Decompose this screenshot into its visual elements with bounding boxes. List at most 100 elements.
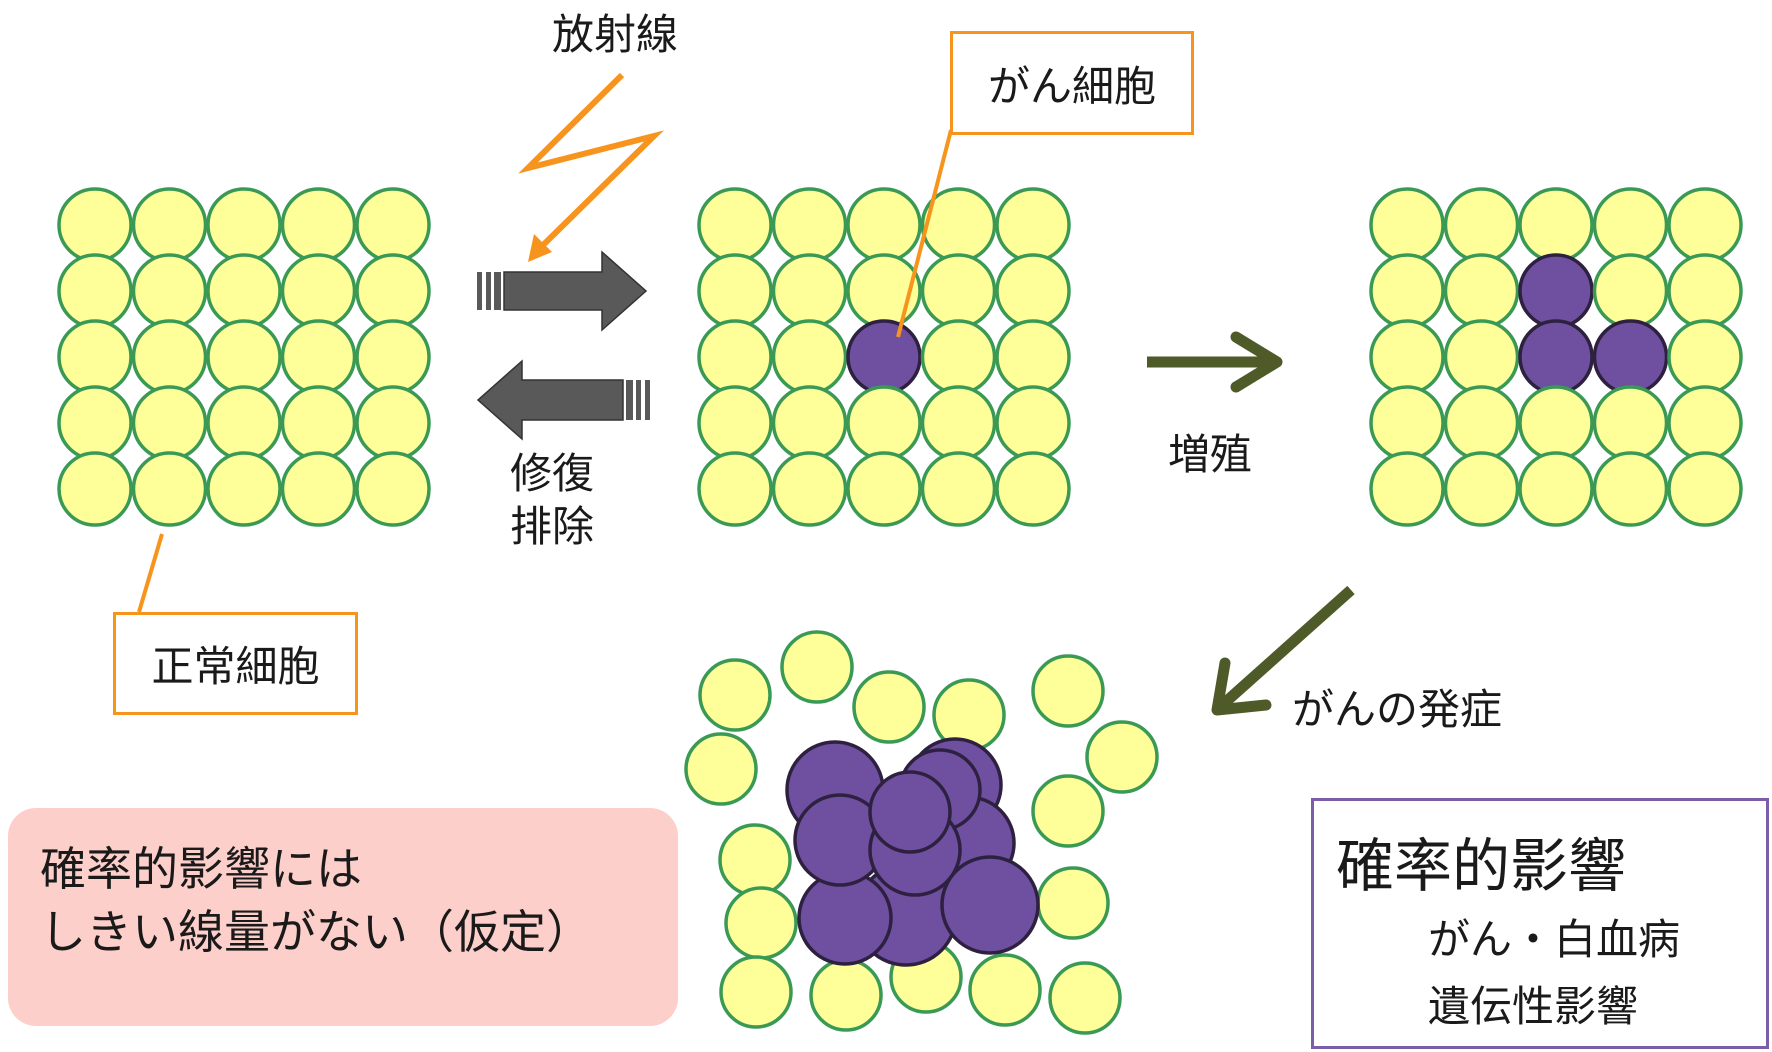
onset-arrow xyxy=(1211,585,1355,716)
normal-cell xyxy=(920,385,997,461)
normal-cell xyxy=(697,385,773,461)
cell-grid-2 xyxy=(697,187,1071,527)
normal-cell xyxy=(1667,253,1743,329)
normal-cell xyxy=(1443,319,1520,395)
repair-label-line1: 修復 xyxy=(510,449,595,498)
stochastic-effects-title: 確率的影響 xyxy=(1336,832,1627,900)
normal-cell xyxy=(846,451,922,527)
normal-cell xyxy=(995,451,1071,527)
normal-cell xyxy=(697,451,773,527)
normal-cell xyxy=(780,630,854,704)
normal-cell xyxy=(131,253,208,329)
cancer-cell-label-box: がん細胞 xyxy=(950,31,1194,135)
normal-cell xyxy=(1369,451,1445,527)
normal-cell xyxy=(809,958,883,1032)
normal-cell xyxy=(57,319,133,395)
normal-cell xyxy=(206,451,282,527)
repair-arrow xyxy=(476,359,650,441)
threshold-note-line1: 確率的影響には xyxy=(40,842,362,896)
normal-cell xyxy=(995,385,1071,461)
normal-cell xyxy=(131,187,208,263)
normal-cell xyxy=(1667,319,1743,395)
normal-cell xyxy=(206,385,282,461)
damage-arrow xyxy=(477,250,648,332)
normal-cell xyxy=(920,451,997,527)
normal-cell xyxy=(697,319,773,395)
normal-cell xyxy=(1518,451,1594,527)
cancer-cell xyxy=(1592,319,1669,395)
normal-cell xyxy=(57,187,133,263)
normal-cell xyxy=(684,732,758,806)
normal-cell xyxy=(131,451,208,527)
cancer-cell xyxy=(1518,319,1594,395)
normal-cell xyxy=(771,385,848,461)
normal-cell xyxy=(355,187,431,263)
radiation-arrowhead xyxy=(528,234,552,262)
cell-grid-3 xyxy=(1369,187,1743,527)
normal-cell xyxy=(1369,253,1445,329)
proliferation-label: 増殖 xyxy=(1168,430,1253,479)
normal-cell xyxy=(995,187,1071,263)
normal-cell xyxy=(771,187,848,263)
normal-cell xyxy=(697,187,773,263)
normal-cell xyxy=(280,385,357,461)
normal-cell xyxy=(1085,720,1159,794)
normal-cell xyxy=(355,319,431,395)
normal-cell xyxy=(1369,319,1445,395)
normal-cell xyxy=(920,319,997,395)
normal-cell xyxy=(1667,385,1743,461)
threshold-note-line2: しきい線量がない（仮定） xyxy=(40,904,592,959)
normal-cell xyxy=(1369,187,1445,263)
stochastic-effect-item-1: がん・白血病 xyxy=(1428,915,1681,964)
normal-cell xyxy=(995,253,1071,329)
repair-label-line2: 排除 xyxy=(510,501,595,551)
normal-cell xyxy=(1031,774,1105,848)
radiation-bolt xyxy=(518,72,665,254)
normal-cell xyxy=(771,319,848,395)
normal-cell xyxy=(1667,451,1743,527)
normal-cell xyxy=(206,187,282,263)
threshold-note: 確率的影響には しきい線量がない（仮定） xyxy=(8,808,678,1026)
normal-cell xyxy=(697,253,773,329)
stochastic-effects-box: 確率的影響 がん・白血病 遺伝性影響 xyxy=(1311,798,1769,1049)
normal-cell xyxy=(846,385,922,461)
normal-cell xyxy=(1443,451,1520,527)
normal-cell xyxy=(131,319,208,395)
normal-cell xyxy=(1592,385,1669,461)
normal-cell xyxy=(1592,451,1669,527)
normal-cell xyxy=(1443,385,1520,461)
normal-cell-leader xyxy=(137,533,164,613)
cancer-cell xyxy=(1518,253,1594,329)
normal-cell xyxy=(280,451,357,527)
normal-cell xyxy=(718,823,792,897)
normal-cell xyxy=(719,955,793,1029)
normal-cell xyxy=(771,253,848,329)
normal-cell xyxy=(280,187,357,263)
normal-cell-label-box: 正常細胞 xyxy=(113,612,358,715)
normal-cell xyxy=(846,187,922,263)
normal-cell xyxy=(131,385,208,461)
normal-cell xyxy=(57,253,133,329)
normal-cell xyxy=(355,385,431,461)
cancer-cell-label: がん細胞 xyxy=(987,61,1156,111)
normal-cell xyxy=(1592,187,1669,263)
normal-cell xyxy=(280,319,357,395)
normal-cell xyxy=(1592,253,1669,329)
normal-cell xyxy=(1518,187,1594,263)
normal-cell xyxy=(920,253,997,329)
proliferation-arrow xyxy=(1147,331,1283,393)
normal-cell xyxy=(1031,654,1105,728)
cancer-cell-leader xyxy=(896,129,953,338)
cell-grid-1 xyxy=(57,187,431,527)
stochastic-effect-item-2: 遺伝性影響 xyxy=(1428,982,1639,1031)
repair-label: 修復 排除 xyxy=(510,448,594,553)
normal-cell xyxy=(355,451,431,527)
normal-cell xyxy=(1667,187,1743,263)
cancer-cell xyxy=(846,319,922,395)
onset-label: がんの発症 xyxy=(1292,685,1503,734)
normal-cell-label: 正常細胞 xyxy=(151,642,320,691)
normal-cell xyxy=(852,670,926,744)
radiation-label: 放射線 xyxy=(552,10,679,59)
